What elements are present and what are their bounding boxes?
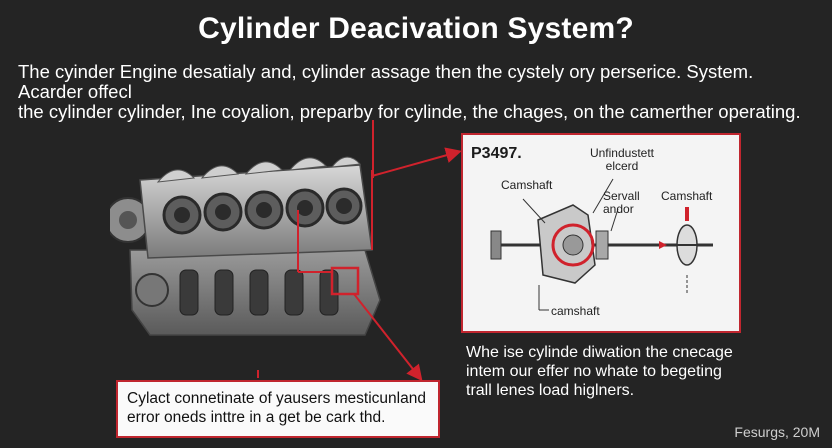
error-code-label: P3497. bbox=[471, 145, 522, 162]
description-text: Whe ise cylinde diwation the cnecage int… bbox=[466, 344, 733, 399]
servall-label: Servall andor bbox=[603, 189, 640, 216]
camshaft-diagram-panel: P3497. Unfindustett elcerd Camshaft Serv… bbox=[461, 133, 741, 333]
camshaft-label-left: Camshaft bbox=[501, 178, 553, 192]
engine-illustration bbox=[110, 156, 381, 336]
footer-credit: Fesurgs, 20M bbox=[734, 424, 820, 440]
camshaft-diagram bbox=[490, 178, 713, 311]
camshaft-label-right: Camshaft bbox=[661, 189, 713, 203]
error-callout-box: Cylact connetinate of yausers mesticunla… bbox=[116, 380, 440, 438]
camshaft-label-bottom: camshaft bbox=[551, 304, 600, 318]
intro-text: The cyinder Engine desatialy and, cylind… bbox=[18, 61, 801, 122]
actuator-label: Unfindustett elcerd bbox=[589, 146, 655, 173]
page-title: Cylinder Deacivation System? bbox=[198, 12, 634, 45]
